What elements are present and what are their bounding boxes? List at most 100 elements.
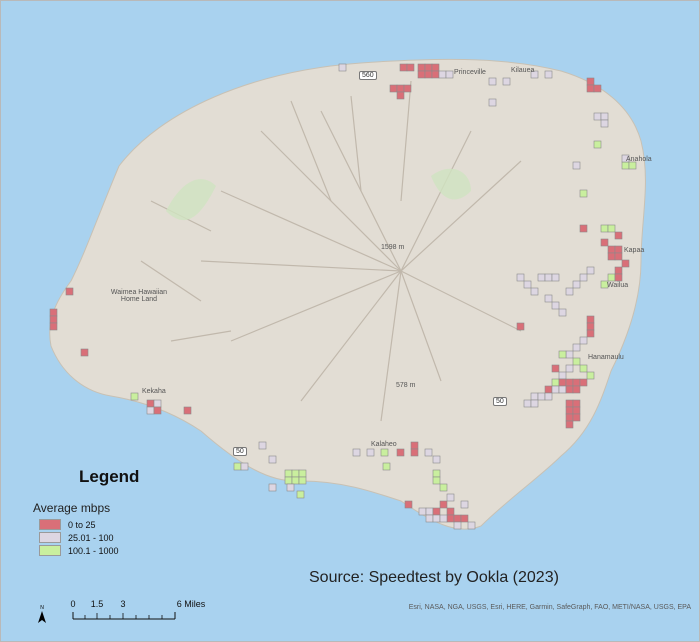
speed-tile xyxy=(446,493,455,502)
speed-tile xyxy=(579,364,588,373)
scale-label: 0 xyxy=(70,599,76,609)
speed-tile xyxy=(146,399,155,408)
speed-tile xyxy=(614,273,623,282)
speed-tile xyxy=(284,469,293,478)
speed-tile xyxy=(614,231,623,240)
speed-tile xyxy=(410,448,419,457)
road-shield: 560 xyxy=(359,71,377,80)
legend-swatch xyxy=(39,532,61,543)
speed-tile xyxy=(80,348,89,357)
speed-tile xyxy=(586,329,595,338)
speed-tile xyxy=(146,406,155,415)
speed-tile xyxy=(558,385,567,394)
place-label: Anahola xyxy=(626,156,652,163)
green-valleys xyxy=(166,168,471,221)
speed-tile xyxy=(425,514,434,523)
speed-tile xyxy=(417,63,426,72)
road-shield: 50 xyxy=(493,397,507,406)
road-shield: 50 xyxy=(233,447,247,456)
legend-item-label: 0 to 25 xyxy=(68,519,96,530)
speed-tile xyxy=(258,441,267,450)
speed-tile xyxy=(424,63,433,72)
speed-tile xyxy=(544,392,553,401)
speed-tile xyxy=(572,385,581,394)
speed-tile xyxy=(544,70,553,79)
speed-tile xyxy=(565,385,574,394)
speed-tile xyxy=(417,70,426,79)
speed-tile xyxy=(544,294,553,303)
speed-tile xyxy=(565,287,574,296)
speed-tile xyxy=(558,371,567,380)
speed-tile xyxy=(296,490,305,499)
speed-tile xyxy=(453,514,462,523)
speed-tile xyxy=(600,224,609,233)
speed-tile xyxy=(607,224,616,233)
speed-tile xyxy=(565,399,574,408)
speed-tile xyxy=(607,245,616,254)
speed-tile xyxy=(530,70,539,79)
speed-tile xyxy=(396,448,405,457)
legend-item-high: 100.1 - 1000 xyxy=(39,545,213,556)
speed-tile xyxy=(572,343,581,352)
place-label: Kekaha xyxy=(142,388,166,395)
speed-tile xyxy=(600,238,609,247)
speed-tile xyxy=(607,273,616,282)
speed-tile xyxy=(453,521,462,530)
speed-tile xyxy=(338,63,347,72)
speed-tile xyxy=(432,455,441,464)
speed-tile xyxy=(366,448,375,457)
speed-tile xyxy=(586,322,595,331)
scale-label: 3 xyxy=(120,599,126,609)
speed-tile xyxy=(130,392,139,401)
speed-tile xyxy=(431,63,440,72)
speed-tile xyxy=(621,259,630,268)
speed-tile xyxy=(586,371,595,380)
scale-ruler xyxy=(72,612,176,620)
speed-tile xyxy=(183,406,192,415)
speed-tile xyxy=(404,500,413,509)
speed-tile xyxy=(502,77,511,86)
speed-tile xyxy=(593,140,602,149)
speed-tile xyxy=(614,266,623,275)
speed-tile xyxy=(460,500,469,509)
speed-tile xyxy=(460,514,469,523)
legend-swatch xyxy=(39,519,61,530)
place-label: 578 m xyxy=(396,382,416,389)
speed-tile xyxy=(565,413,574,422)
legend-title: Legend xyxy=(79,467,140,486)
speed-tile xyxy=(544,273,553,282)
legend-subtitle: Average mbps xyxy=(33,501,111,515)
speed-tile xyxy=(424,70,433,79)
speed-tile xyxy=(530,392,539,401)
speed-tile xyxy=(380,448,389,457)
place-label: Hanamaulu xyxy=(588,354,624,361)
speed-tile xyxy=(425,507,434,516)
speed-tile xyxy=(418,507,427,516)
speed-tile xyxy=(432,514,441,523)
speed-tile xyxy=(291,469,300,478)
speed-tile xyxy=(49,315,58,324)
speed-tile xyxy=(572,413,581,422)
place-label: Kilauea xyxy=(511,67,535,74)
speed-tile xyxy=(268,455,277,464)
speed-tile xyxy=(530,399,539,408)
speed-tile xyxy=(284,476,293,485)
speed-tile xyxy=(439,483,448,492)
speed-tile xyxy=(432,469,441,478)
speed-tile xyxy=(600,280,609,289)
speed-tile xyxy=(488,98,497,107)
speed-tile xyxy=(565,378,574,387)
speed-tile xyxy=(438,70,447,79)
speed-tile xyxy=(403,84,412,93)
speed-tile xyxy=(298,469,307,478)
speed-tile xyxy=(49,308,58,317)
speed-tile xyxy=(621,161,630,170)
speed-tile xyxy=(399,63,408,72)
speed-tile xyxy=(579,189,588,198)
speed-tile xyxy=(406,63,415,72)
speed-tile xyxy=(530,287,539,296)
place-label: Princeville xyxy=(454,69,486,76)
speed-tile xyxy=(551,364,560,373)
place-label: 1598 m xyxy=(381,244,405,251)
